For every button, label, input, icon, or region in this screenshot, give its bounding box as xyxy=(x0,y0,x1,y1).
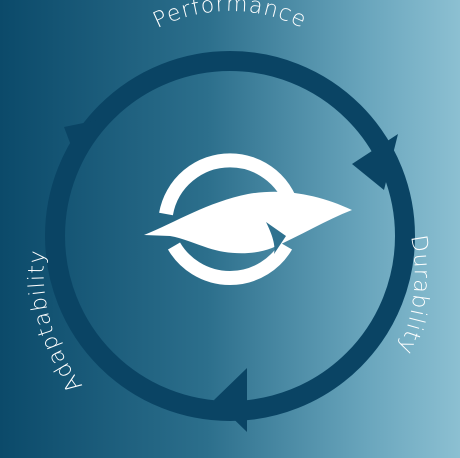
label-performance-text: Performance xyxy=(149,0,309,34)
arrowhead-bottom xyxy=(214,368,247,432)
label-performance: Performance xyxy=(149,0,310,34)
arrowhead-top-right xyxy=(352,134,398,190)
arrowhead-top-left xyxy=(64,118,108,164)
feather-logo-icon xyxy=(144,153,352,285)
